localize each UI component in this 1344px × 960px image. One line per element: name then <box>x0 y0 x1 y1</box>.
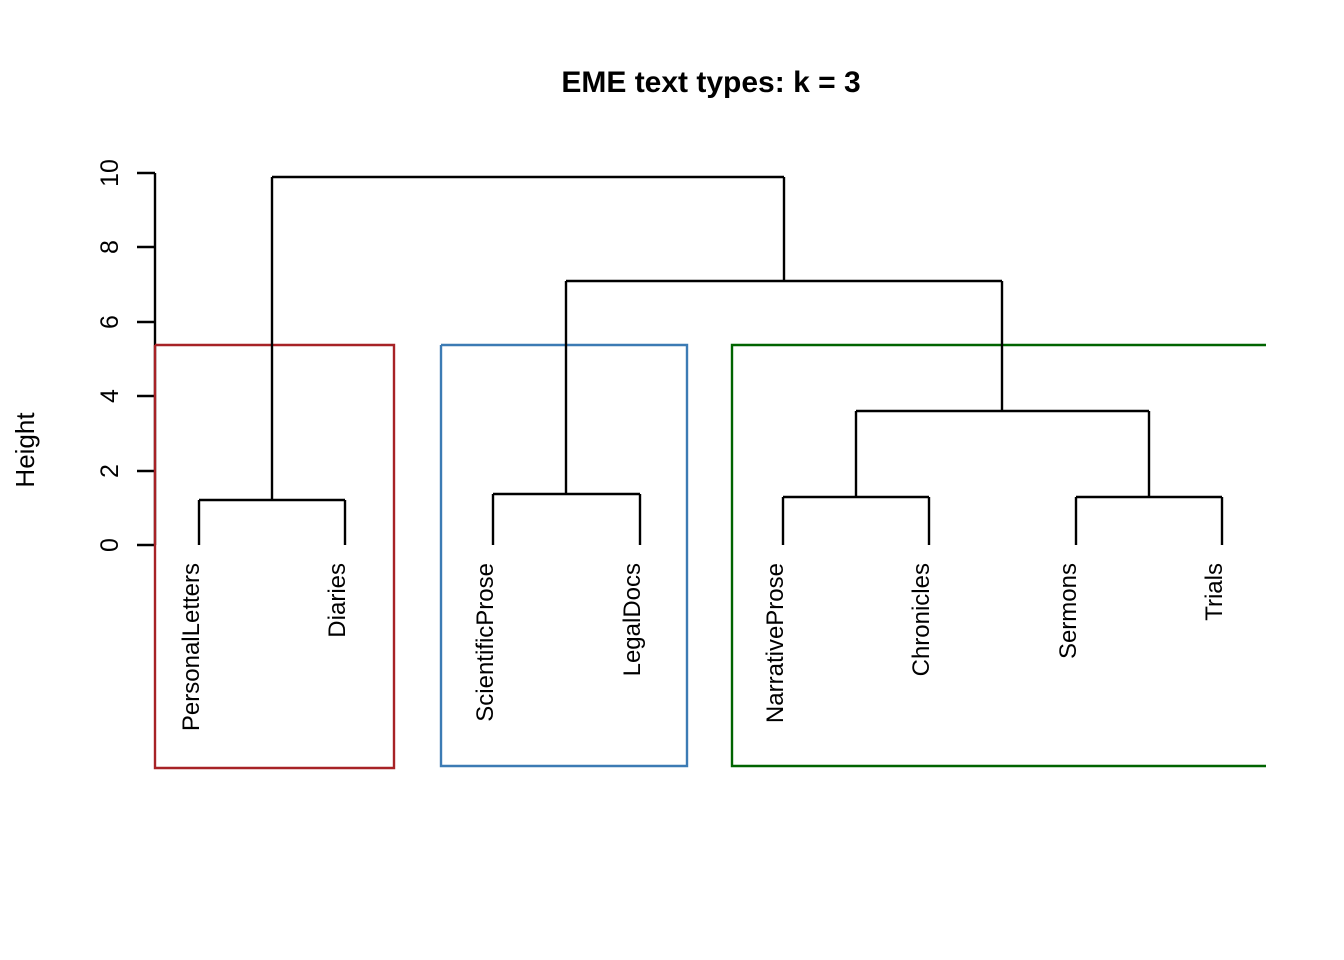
leaf-label-legaldocs: LegalDocs <box>619 563 646 676</box>
leaf-label-narrativeprose: NarrativeProse <box>762 563 789 723</box>
y-tick-label-6: 6 <box>96 315 124 329</box>
cluster-box-1 <box>153 343 396 770</box>
y-tick-label-4: 4 <box>96 389 124 403</box>
leaf-label-scientificprose: ScientificProse <box>472 563 499 722</box>
y-axis: 10 8 6 4 2 0 <box>96 159 157 552</box>
page-title: EME text types: k = 3 <box>561 66 860 99</box>
y-tick-label-2: 2 <box>96 464 124 478</box>
y-tick-label-10: 10 <box>96 159 124 187</box>
leaf-label-personalletters: PersonalLetters <box>178 563 205 731</box>
cluster-box-2 <box>439 343 689 768</box>
leaf-label-chronicles: Chronicles <box>908 563 935 676</box>
cluster-boxes <box>153 343 1266 770</box>
leaf-label-sermons: Sermons <box>1055 563 1082 659</box>
y-tick-label-0: 0 <box>96 538 124 552</box>
leaf-labels: PersonalLetters Diaries ScientificProse … <box>178 563 1228 731</box>
y-axis-label: Height <box>10 412 40 488</box>
y-tick-label-8: 8 <box>96 240 124 254</box>
leaf-label-diaries: Diaries <box>324 563 351 638</box>
leaf-label-trials: Trials <box>1201 563 1228 621</box>
dendrogram-branches <box>197 175 1224 545</box>
cluster-box-3 <box>730 343 1266 768</box>
